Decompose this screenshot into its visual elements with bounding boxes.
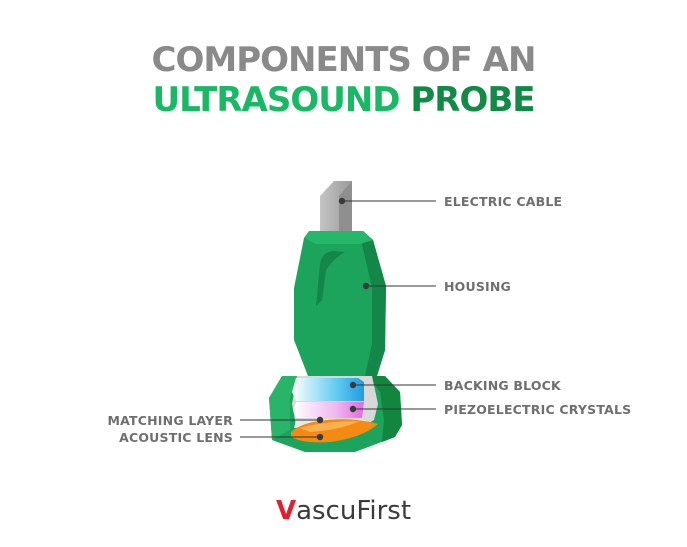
vascufirst-logo: VascuFirst xyxy=(0,496,687,526)
label-matching-layer: MATCHING LAYER xyxy=(107,413,233,428)
leader-lines xyxy=(240,200,436,438)
label-acoustic-lens: ACOUSTIC LENS xyxy=(119,430,233,445)
title-word-of-an: OF AN xyxy=(410,40,537,80)
title-line-1: COMPONENTS OF AN xyxy=(0,40,687,80)
electric-cable xyxy=(320,181,352,232)
label-housing: HOUSING xyxy=(444,279,512,294)
backing-block xyxy=(292,378,364,401)
housing xyxy=(294,231,386,376)
logo-text: ascuFirst xyxy=(296,496,412,526)
title-word-ultrasound: ULTRASOUND xyxy=(152,80,401,120)
title-line-2: ULTRASOUND PROBE xyxy=(0,80,687,120)
label-piezoelectric-crystals: PIEZOELECTRIC CRYSTALS xyxy=(444,402,632,417)
logo-letter-v: V xyxy=(275,496,297,526)
title-word-components: COMPONENTS xyxy=(151,40,412,80)
label-backing-block: BACKING BLOCK xyxy=(444,378,561,393)
piezoelectric-crystals xyxy=(293,402,364,418)
title-word-probe: PROBE xyxy=(399,80,535,120)
leader-dots xyxy=(316,197,370,441)
label-electric-cable: ELECTRIC CABLE xyxy=(444,194,563,209)
